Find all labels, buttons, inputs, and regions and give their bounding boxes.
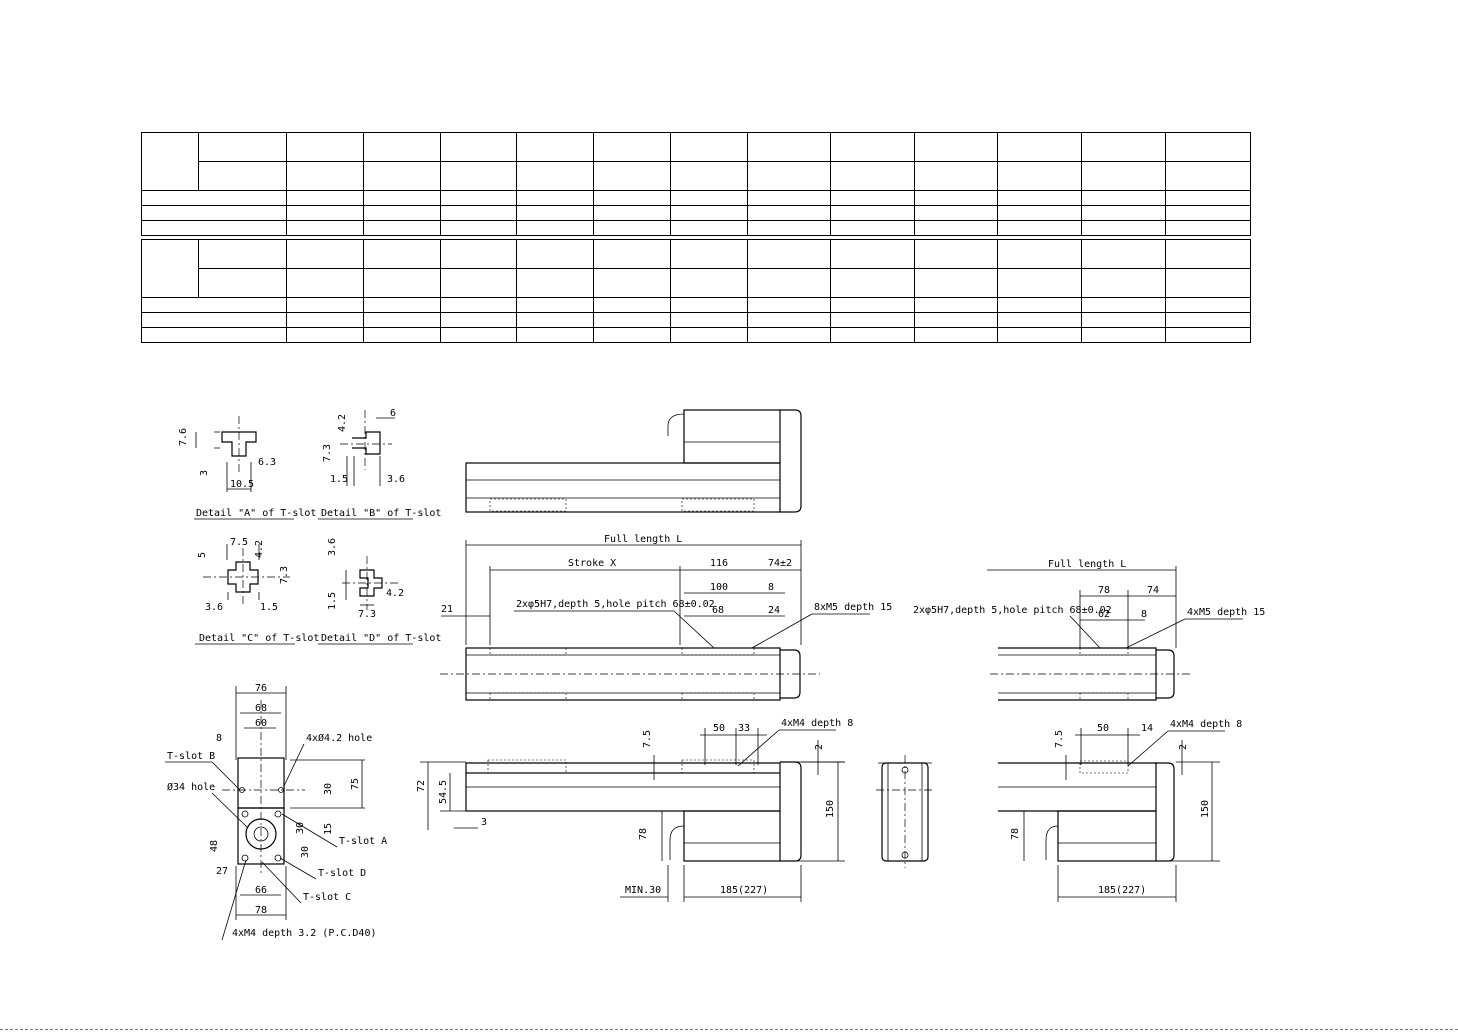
dim-label: 116	[710, 558, 728, 569]
dim-label: 1.5	[260, 602, 278, 613]
callout-label: T-slot C	[303, 892, 351, 903]
dim-label: 30	[323, 783, 334, 795]
main-side-view: 50 33 7.5 2 4xM4 depth 8 72 54.5 3 150 7…	[416, 718, 853, 902]
dim-label: 150	[825, 800, 836, 818]
dim-label: 7.5	[1054, 730, 1065, 748]
dim-label: 1.5	[327, 592, 338, 610]
page-border	[0, 1029, 1458, 1030]
dim-label: 3	[481, 817, 487, 828]
dim-label: 10.5	[230, 479, 254, 490]
dim-label: 27	[216, 866, 228, 877]
dim-label: 30	[295, 822, 306, 834]
dim-label: 76	[255, 683, 267, 694]
callout-label: 4xM4 depth 8	[781, 718, 853, 729]
main-plan-view: Full length L Stroke X 116 74±2 100 8 68…	[440, 534, 892, 701]
short-side-view: 50 14 7.5 2 4xM4 depth 8 150 78 185(227)	[998, 719, 1242, 902]
dim-label: 60	[255, 718, 267, 729]
dim-label: 68	[712, 605, 724, 616]
dim-label: 6	[390, 408, 396, 419]
dim-label: 4.2	[254, 540, 265, 558]
dim-label: 78	[255, 905, 267, 916]
dim-label: 68	[255, 703, 267, 714]
dim-label: 14	[1141, 723, 1153, 734]
dim-label: 6.3	[258, 457, 276, 468]
detail-c: 7.5 5 4.2 7.3 3.6 1.5 Detail "C" of T-sl…	[195, 537, 319, 645]
dim-label: 15	[323, 823, 334, 835]
dim-label: 24	[768, 605, 780, 616]
dim-label: 72	[416, 780, 427, 792]
spec-table	[141, 132, 1251, 343]
dim-label: 78	[638, 828, 649, 840]
callout-label: Ø34 hole	[167, 781, 215, 793]
dim-label: 3	[199, 470, 210, 476]
callout-label: 4xM4 depth 3.2 (P.C.D40)	[232, 928, 377, 939]
dim-label: 74±2	[768, 558, 792, 569]
dim-label: Full length L	[604, 534, 682, 545]
dim-label: 54.5	[438, 780, 449, 804]
dim-label: 1.5	[330, 474, 348, 485]
dim-label: 3.6	[387, 474, 405, 485]
dim-label: 2	[1178, 744, 1189, 750]
dim-label: Stroke X	[568, 558, 616, 569]
dim-label: 185(227)	[720, 885, 768, 896]
dim-label: 4.2	[386, 588, 404, 599]
callout-label: 2xφ5H7,depth 5,hole pitch 68±0.02	[516, 599, 715, 610]
dim-label: 7.6	[178, 428, 189, 446]
dim-label: 21	[441, 604, 453, 615]
dim-label: 185(227)	[1098, 885, 1146, 896]
dim-label: 7.3	[279, 566, 290, 584]
dim-label: MIN.30	[625, 885, 661, 896]
dim-label: 78	[1010, 828, 1021, 840]
dim-label: 75	[350, 778, 361, 790]
detail-b: 6 4.2 7.3 1.5 3.6 Detail "B" of T-slot	[318, 408, 441, 520]
detail-caption: Detail "A" of T-slot	[196, 508, 316, 519]
dim-label: 78	[1098, 585, 1110, 596]
callout-label: 2xφ5H7,depth 5,hole pitch 68±0.02	[913, 605, 1112, 616]
dim-label: 2	[814, 744, 825, 750]
callout-label: 4xM4 depth 8	[1170, 719, 1242, 730]
detail-caption: Detail "C" of T-slot	[199, 633, 319, 644]
dim-label: 33	[738, 723, 750, 734]
dim-label: 3.6	[327, 538, 338, 556]
dim-label: 50	[713, 723, 725, 734]
dim-label: 150	[1200, 800, 1211, 818]
callout-label: T-slot B	[167, 751, 215, 762]
dim-label: 7.3	[322, 444, 333, 462]
end-section-view	[876, 755, 934, 868]
dim-label: 48	[209, 840, 220, 852]
dim-label: 62	[1098, 609, 1110, 620]
end-view: 76 68 60 8 75 30 15 30 30 48 27 66 78 4x…	[165, 683, 387, 941]
dim-label: 7.5	[642, 730, 653, 748]
dim-label: 50	[1097, 723, 1109, 734]
dim-label: 3.6	[205, 602, 223, 613]
detail-caption: Detail "D" of T-slot	[321, 633, 441, 644]
detail-caption: Detail "B" of T-slot	[321, 508, 441, 519]
dim-label: 5	[197, 552, 208, 558]
short-plan-view: Full length L 78 74 62 8 2xφ5H7,depth 5,…	[913, 559, 1265, 701]
detail-d: 3.6 4.2 1.5 7.3 Detail "D" of T-slot	[318, 538, 441, 645]
dim-label: Full length L	[1048, 559, 1126, 570]
dim-label: 8	[768, 582, 774, 593]
callout-label: 4xM5 depth 15	[1187, 607, 1265, 618]
detail-a: 7.6 3 6.3 10.5 Detail "A" of T-slot	[178, 416, 316, 520]
table-cell	[141, 132, 199, 191]
top-view-upper	[465, 409, 802, 513]
dim-label: 7.3	[358, 609, 376, 620]
dim-label: 100	[710, 582, 728, 593]
dim-label: 7.5	[230, 537, 248, 548]
dim-label: 74	[1147, 585, 1159, 596]
dim-label: 8	[1141, 609, 1147, 620]
dim-label: 66	[255, 885, 267, 896]
callout-label: 4xØ4.2 hole	[306, 732, 372, 744]
dim-label: 30	[300, 846, 311, 858]
callout-label: 8xM5 depth 15	[814, 602, 892, 613]
dim-label: 4.2	[337, 414, 348, 432]
callout-label: T-slot A	[339, 836, 387, 847]
callout-label: T-slot D	[318, 868, 366, 879]
dim-label: 8	[216, 733, 222, 744]
